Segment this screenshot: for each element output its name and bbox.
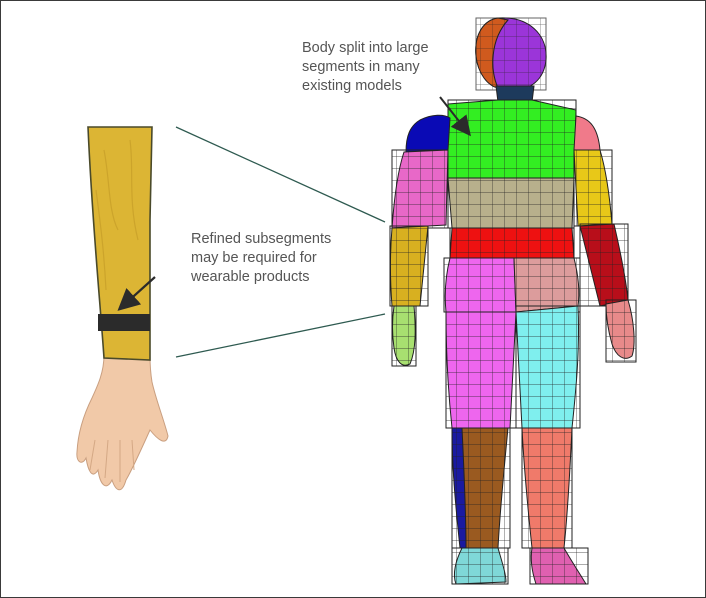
wrist-band [98,314,150,331]
leader-line-bottom [176,314,385,357]
segment-shoulder-right [574,116,600,150]
leader-line-top [176,127,385,222]
segmented-body [390,18,636,584]
arm-detail [77,127,168,490]
annotation-refined-subsegments: Refined subsegments may be required for … [191,230,391,287]
annotation-body-split: Body split into large segments in many e… [302,39,462,96]
segment-shoulder-left [406,115,450,152]
